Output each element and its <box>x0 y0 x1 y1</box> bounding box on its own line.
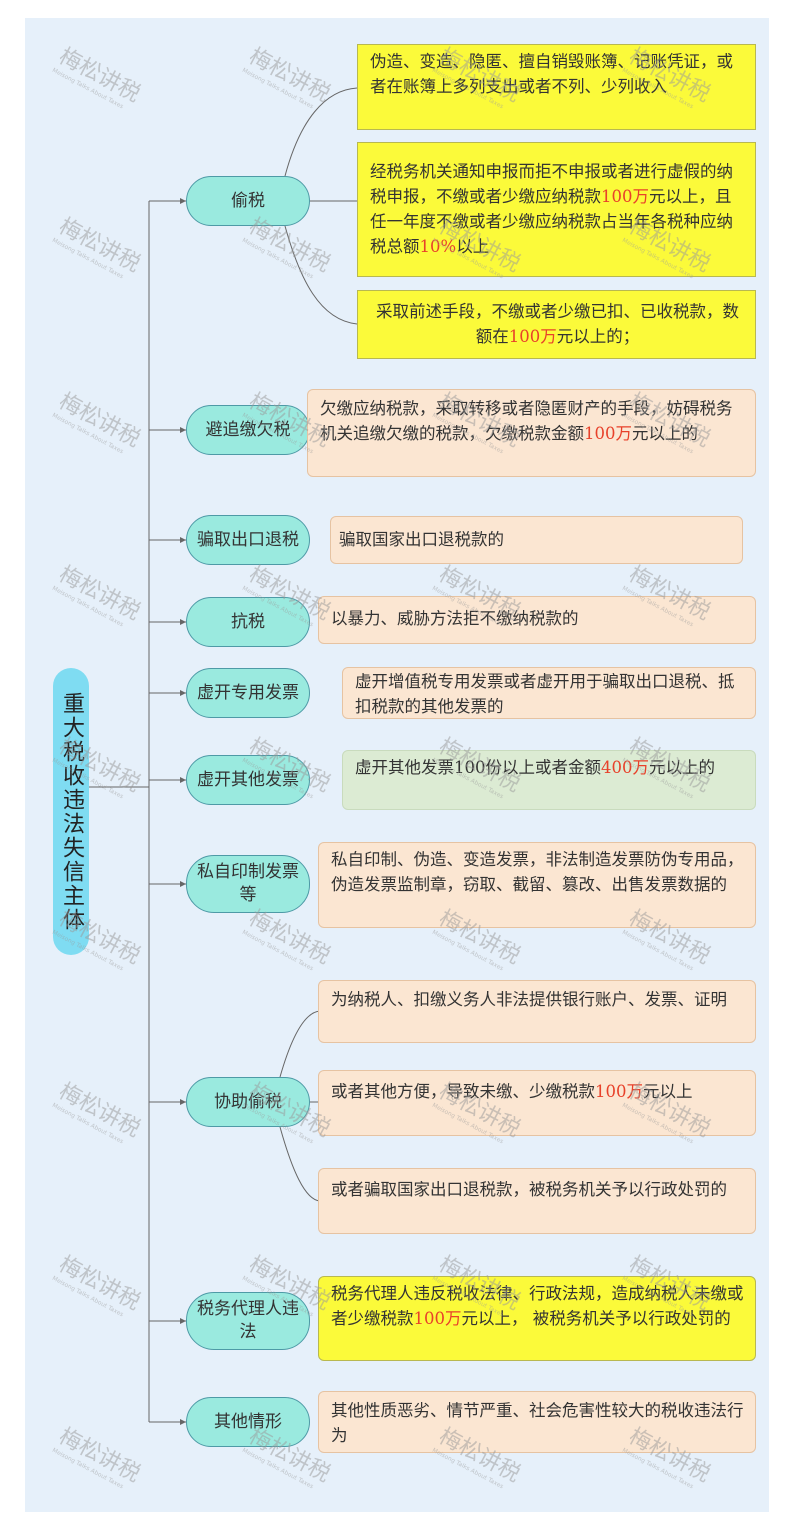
leaf-text: 以上 <box>456 237 490 256</box>
category-tax-resistance[interactable]: 抗税 <box>186 597 310 647</box>
highlight-percent: 10% <box>419 237 457 256</box>
leaf-tax-evasion-1: 伪造、变造、隐匿、擅自销毁账簿、记账凭证，或者在账簿上多列支出或者不列、少列收入 <box>357 44 756 130</box>
category-tax-evasion[interactable]: 偷税 <box>186 176 310 226</box>
leaf-tax-resistance: 以暴力、威胁方法拒不缴纳税款的 <box>318 596 756 644</box>
category-export-refund-fraud[interactable]: 骗取出口退税 <box>186 515 310 565</box>
highlight-amount: 400万 <box>601 758 649 777</box>
leaf-text: 以暴力、威胁方法拒不缴纳税款的 <box>331 609 579 628</box>
leaf-text: 或者骗取国家出口退税款，被税务机关予以行政处罚的 <box>331 1180 727 1199</box>
leaf-tax-agent-violation: 税务代理人违反税收法律、行政法规，造成纳税人未缴或者少缴税款100万元以上， 被… <box>318 1276 756 1361</box>
curve-1a <box>284 87 358 177</box>
leaf-text: 元以上， 被税务机关予以行政处罚的 <box>461 1309 731 1328</box>
arrow-7 <box>180 881 186 887</box>
leaf-false-other-invoice: 虚开其他发票100份以上或者金额400万元以上的 <box>342 750 756 810</box>
leaf-text: 伪造、变造、隐匿、擅自销毁账簿、记账凭证，或者在账簿上多列支出或者不列、少列收入 <box>370 52 733 96</box>
leaf-avoid-tax-recovery: 欠缴应纳税款，采取转移或者隐匿财产的手段，妨碍税务机关追缴欠缴的税款，欠缴税款金… <box>307 389 756 477</box>
arrow-6 <box>180 777 186 783</box>
arrow-4 <box>180 619 186 625</box>
leaf-text: 元以上，且任一年度不缴或者少缴应纳税款占当年各税种应纳税总额 <box>370 187 733 256</box>
arrow-8 <box>180 1099 186 1105</box>
leaf-text: 骗取国家出口退税款的 <box>339 530 504 549</box>
leaf-text: 其他性质恶劣、情节严重、社会危害性较大的税收违法行为 <box>331 1401 744 1445</box>
category-false-special-invoice[interactable]: 虚开专用发票 <box>186 668 310 718</box>
arrow-9 <box>180 1318 186 1324</box>
root-node[interactable]: 重大税收违法失信主体 <box>53 668 89 955</box>
curve-8b <box>279 1126 321 1202</box>
leaf-assist-evasion-2: 或者其他方便，导致未缴、少缴税款100万元以上 <box>318 1070 756 1136</box>
leaf-text: 或者其他方便，导致未缴、少缴税款 <box>331 1082 595 1101</box>
arrow-3 <box>180 537 186 543</box>
arrow-10 <box>180 1419 186 1425</box>
leaf-text: 采取前述手段，不缴或者少缴已扣、已收税款，数额在 <box>376 302 739 346</box>
arrow-2 <box>180 427 186 433</box>
leaf-tax-evasion-3: 采取前述手段，不缴或者少缴已扣、已收税款，数额在100万元以上的； <box>357 290 756 359</box>
category-assist-evasion[interactable]: 协助偷税 <box>186 1077 310 1127</box>
leaf-text: 欠缴应纳税款，采取转移或者隐匿财产的手段，妨碍税务机关追缴欠缴的税款，欠缴税款金… <box>320 399 733 443</box>
leaf-false-special-invoice: 虚开增值税专用发票或者虚开用于骗取出口退税、抵扣税款的其他发票的 <box>342 667 756 719</box>
leaf-other: 其他性质恶劣、情节严重、社会危害性较大的税收违法行为 <box>318 1391 756 1453</box>
leaf-assist-evasion-3: 或者骗取国家出口退税款，被税务机关予以行政处罚的 <box>318 1168 756 1234</box>
arrow-5 <box>180 690 186 696</box>
category-tax-agent-violation[interactable]: 税务代理人违法 <box>186 1292 310 1350</box>
leaf-text: 元以上的 <box>649 758 715 777</box>
leaf-tax-evasion-2: 经税务机关通知申报而拒不申报或者进行虚假的纳税申报，不缴或者少缴应纳税款100万… <box>357 142 756 277</box>
curve-8a <box>279 1010 321 1078</box>
category-other[interactable]: 其他情形 <box>186 1397 310 1447</box>
category-private-invoice-printing[interactable]: 私自印制发票等 <box>186 855 310 913</box>
leaf-text: 私自印制、伪造、变造发票，非法制造发票防伪专用品，伪造发票监制章，窃取、截留、篡… <box>331 850 744 894</box>
leaf-text: 虚开其他发票100份以上或者金额 <box>355 758 601 777</box>
highlight-amount: 100万 <box>584 424 632 443</box>
leaf-text: 经税务机关通知申报而拒不申报或者进行虚假的纳税申报，不缴或者少缴应纳税款 <box>370 162 733 206</box>
leaf-private-invoice-printing: 私自印制、伪造、变造发票，非法制造发票防伪专用品，伪造发票监制章，窃取、截留、篡… <box>318 842 756 928</box>
highlight-amount: 100万 <box>595 1082 643 1101</box>
curve-1b <box>284 225 358 325</box>
root-title: 重大税收违法失信主体 <box>59 691 84 932</box>
highlight-amount: 100万 <box>413 1309 462 1328</box>
leaf-text: 元以上的 <box>632 424 698 443</box>
leaf-assist-evasion-1: 为纳税人、扣缴义务人非法提供银行账户、发票、证明 <box>318 980 756 1043</box>
leaf-text: 元以上 <box>643 1082 693 1101</box>
leaf-export-refund-fraud: 骗取国家出口退税款的 <box>330 516 743 564</box>
leaf-text: 元以上的； <box>556 327 640 346</box>
highlight-amount: 100万 <box>508 327 557 346</box>
arrow-1 <box>180 198 186 204</box>
category-false-other-invoice[interactable]: 虚开其他发票 <box>186 755 310 805</box>
category-avoid-tax-recovery[interactable]: 避追缴欠税 <box>186 405 310 455</box>
leaf-text: 虚开增值税专用发票或者虚开用于骗取出口退税、抵扣税款的其他发票的 <box>355 672 735 716</box>
leaf-text: 税务代理人违反税收法律、行政法规，造成纳税人未缴或者少缴税款 <box>331 1284 744 1328</box>
highlight-amount: 100万 <box>601 187 649 206</box>
leaf-text: 为纳税人、扣缴义务人非法提供银行账户、发票、证明 <box>331 990 727 1009</box>
